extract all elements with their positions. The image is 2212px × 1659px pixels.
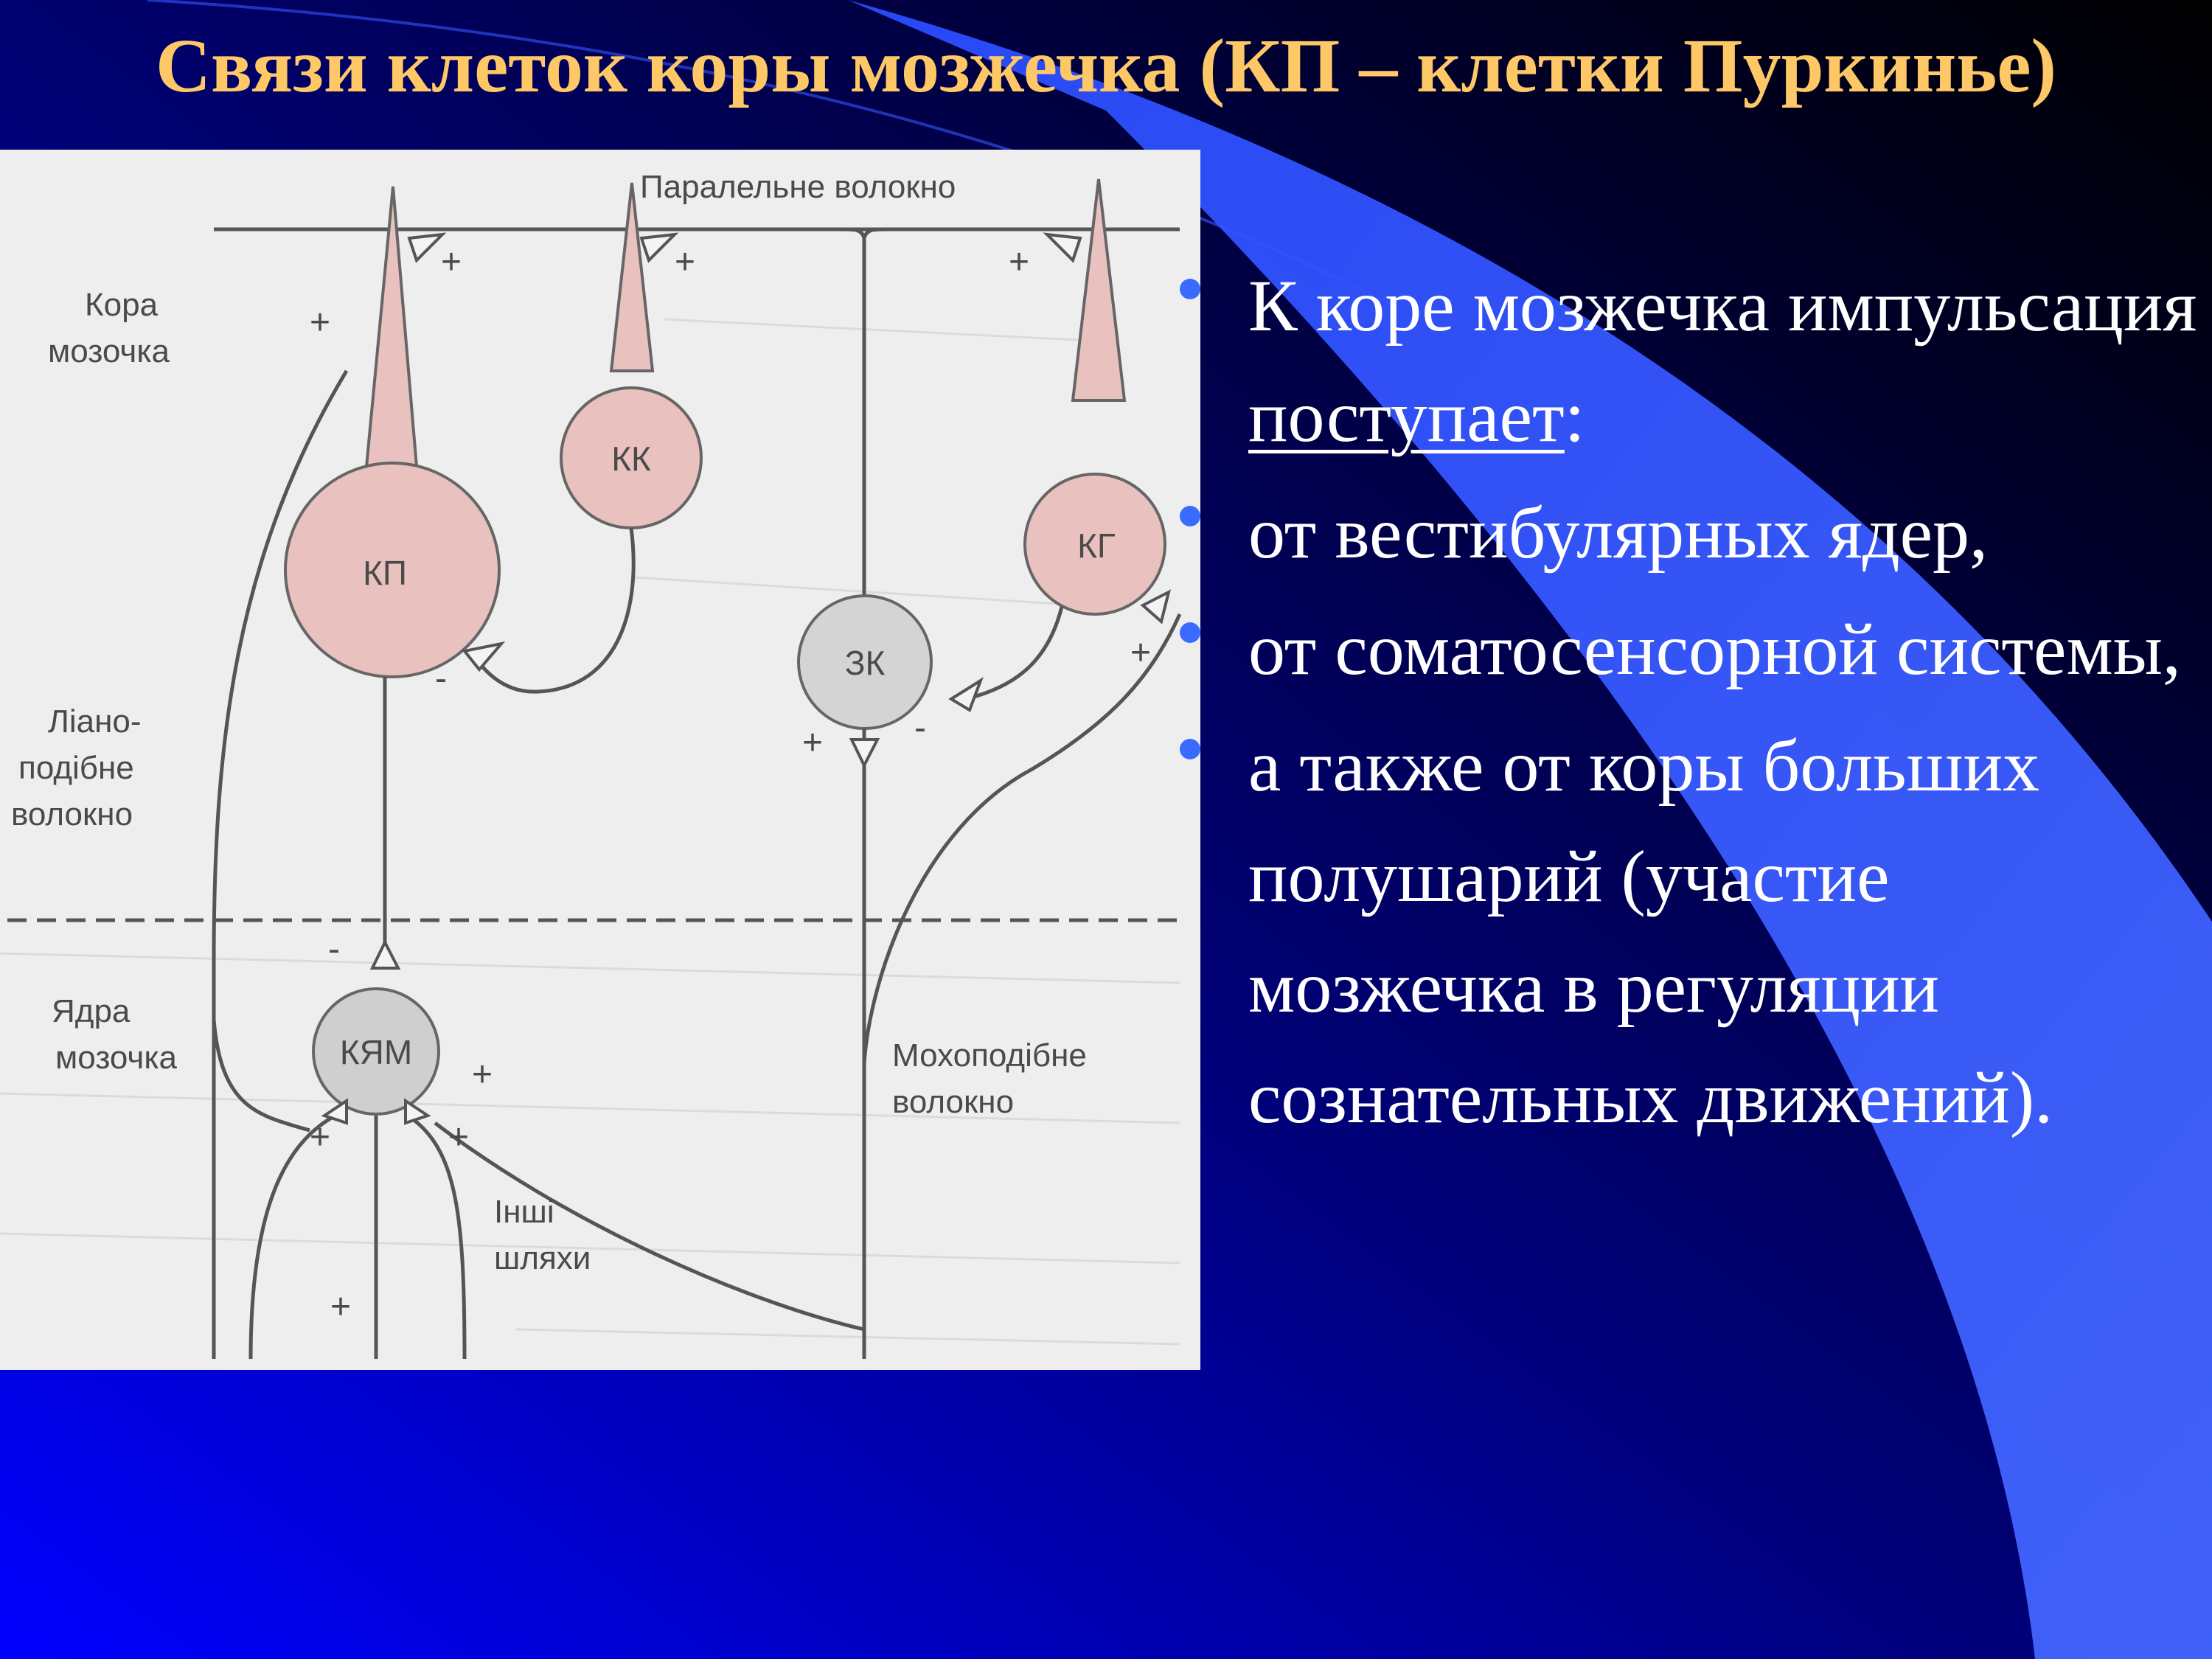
golgi-cell-body [1023,473,1166,616]
label-mossy-2: волокно [892,1084,1014,1120]
bullet-text: от вестибулярных ядер, [1248,492,1989,574]
bullet-item: от соматосенсорной системы, [1180,594,2197,705]
label-cortex-1: Кора [85,287,159,323]
label-other-1: Інші [494,1194,554,1230]
sign-plus: + [310,1118,330,1157]
label-other-2: шляхи [494,1240,591,1276]
mossy-fiber [862,613,1182,1359]
decorative-ribbon [848,0,2212,1659]
label-nuclei-1: Ядра [52,993,131,1029]
label-nuclei-2: мозочка [55,1040,178,1076]
slide-title: Связи клеток коры мозжечка (КП – клетки … [155,24,2057,108]
cerebellum-diagram: Паралельне волокно Кора мозочка Ліано- п… [0,150,1200,1370]
sign-plus: + [448,1118,469,1157]
label-mossy-1: Мохоподібне [892,1037,1087,1074]
sign-minus: - [914,709,926,748]
basket-cell-dendrite [609,182,655,372]
label-climbing-3: волокно [11,796,133,832]
golgi-cell-axon [965,606,1064,701]
sign-minus: - [435,659,447,698]
bullet-dot [1180,739,1200,759]
cell-label-nucleus: КЯМ [340,1033,412,1071]
bullet-item: К коре мозжечка импульсация поступает: [1180,251,2197,472]
bullet-text: от соматосенсорной системы, [1248,608,2181,690]
cell-label-golgi: КГ [1077,526,1116,565]
bullet-list: К коре мозжечка импульсация поступает: о… [1180,251,2197,1159]
sign-plus: + [1130,633,1151,672]
underlined-word: поступает [1248,375,1565,457]
sign-plus: + [802,723,823,762]
bullet-text: К коре мозжечка импульсация [1248,265,2197,347]
label-cortex-2: мозочка [48,333,170,369]
golgi-cell-dendrite [1071,178,1127,402]
bullet-dot [1180,506,1200,526]
bullet-text-colon: : [1564,375,1585,457]
sign-plus: + [472,1055,493,1094]
climbing-fiber [212,369,349,1359]
label-climbing-2: подібне [18,750,134,786]
bullet-dot [1180,279,1200,299]
basket-cell-axon [470,527,636,694]
sign-plus: + [330,1287,351,1326]
label-climbing-1: Ліано- [48,703,142,740]
nucleus-cell-body [312,987,440,1116]
sign-minus: - [328,930,340,969]
bullet-item: от вестибулярных ядер, [1180,478,2197,588]
sign-plus: + [310,303,330,342]
cell-label-basket: КК [611,439,651,478]
bullet-text: а также от коры больших полушарий (участ… [1248,725,2053,1138]
label-parallel-fiber: Паралельне волокно [640,169,956,205]
bullet-item: а также от коры больших полушарий (участ… [1180,711,2197,1153]
diagram-background [0,150,1200,1370]
purkinje-cell-body [284,462,501,678]
sign-plus: + [1009,243,1029,282]
cell-label-granule: ЗК [845,644,886,682]
bullet-dot [1180,622,1200,643]
cell-label-purkinje: КП [363,554,407,592]
sign-plus: + [675,243,695,282]
sign-plus: + [441,243,462,282]
